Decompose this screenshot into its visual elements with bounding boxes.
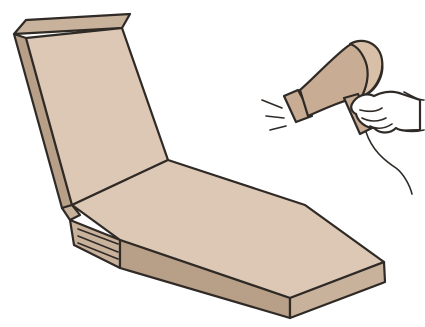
dryer-cord: [366, 132, 412, 194]
folding-cushion-icon: [14, 14, 385, 318]
air-flow-icon: [262, 100, 286, 130]
